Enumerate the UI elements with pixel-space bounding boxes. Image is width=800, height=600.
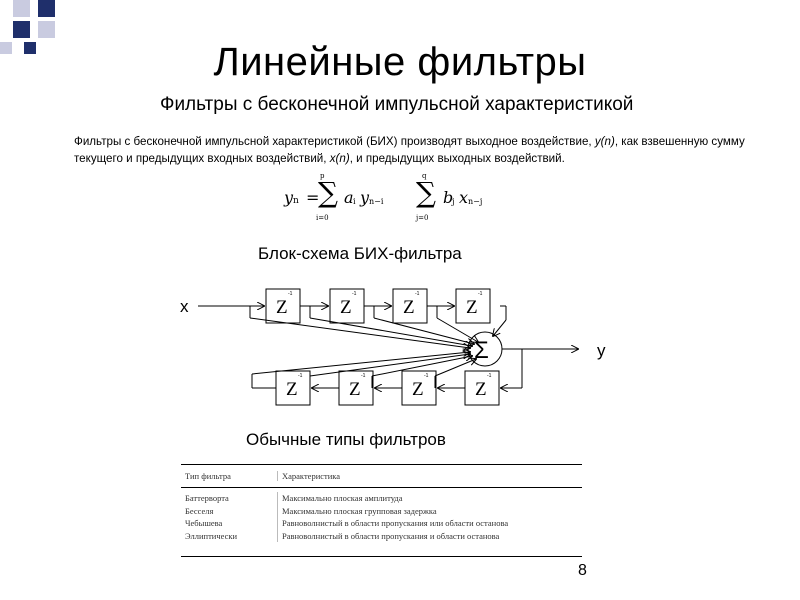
- delay-box-top-2: [329, 288, 365, 324]
- delay-exponent: -1: [487, 373, 492, 379]
- term2-b-sub: j: [452, 197, 455, 206]
- delay-label: Z: [286, 379, 298, 400]
- filter-types-table: Тип фильтра Характеристика Баттерворта Б…: [181, 464, 582, 557]
- delay-label: Z: [276, 297, 288, 318]
- delay-box-bottom-2: [338, 370, 374, 406]
- sum-symbol: Σ: [474, 337, 489, 364]
- filter-type-column: Баттерворта Бесселя Чебышева Эллиптическ…: [181, 492, 277, 542]
- paragraph-text-3: , и предыдущих выходных воздействий.: [349, 152, 565, 165]
- description-paragraph: Фильтры с бесконечной импульсной характе…: [74, 133, 754, 167]
- formula-lhs-sub: n: [293, 196, 299, 206]
- characteristic-column: Максимально плоская амплитуда Максимальн…: [277, 492, 582, 542]
- delay-label: Z: [403, 297, 415, 318]
- delay-exponent: -1: [352, 291, 357, 297]
- input-term: x(n): [329, 152, 350, 165]
- sum2-bottom: j=0: [416, 214, 429, 222]
- delay-box-top-1: [265, 288, 301, 324]
- delay-label: Z: [466, 297, 478, 318]
- page-number: 8: [578, 562, 587, 579]
- delay-exponent: -1: [424, 373, 429, 379]
- term1-y-sub: n−i: [369, 197, 384, 206]
- sum1-top: p: [320, 172, 325, 180]
- term2-x: x: [459, 188, 469, 207]
- paragraph-text-2: , как взвешенную сумму текущего и предыд…: [74, 135, 745, 165]
- term2-b: b: [443, 188, 454, 207]
- output-term: y(n): [594, 135, 615, 148]
- sum1-bottom: i=0: [316, 214, 329, 222]
- iir-formula: y n = p ∑ i=0 a i y n−i q ∑ j=0 b j x n−…: [280, 168, 500, 228]
- characteristic-cell: Равноволнистый в области пропускания и о…: [282, 530, 500, 541]
- formula-lhs: y: [284, 188, 294, 207]
- term1-a: a: [344, 188, 354, 207]
- table-header-row: Тип фильтра Характеристика: [181, 465, 582, 488]
- delay-box-bottom-1: [275, 370, 311, 406]
- filter-type-cell: Баттерворта: [185, 493, 229, 503]
- output-label: y: [597, 341, 606, 360]
- filter-type-cell: Бесселя: [185, 505, 214, 516]
- filter-type-cell: Чебышева: [185, 518, 223, 528]
- delay-label: Z: [340, 297, 352, 318]
- delay-exponent: -1: [298, 373, 303, 379]
- sum2-symbol: ∑: [416, 176, 436, 209]
- characteristic-cell: Равноволнистый в области пропускания или…: [282, 518, 509, 528]
- header-characteristic: Характеристика: [277, 471, 582, 481]
- block-diagram-title: Блок-схема БИХ-фильтра: [258, 244, 462, 263]
- sum2-top: q: [422, 172, 427, 180]
- delay-label: Z: [412, 379, 424, 400]
- delay-box-bottom-4: [464, 370, 500, 406]
- header-filter-type: Тип фильтра: [185, 471, 231, 481]
- delay-exponent: -1: [361, 373, 366, 379]
- slide-title: Линейные фильтры: [213, 40, 587, 84]
- delay-box-top-4: [455, 288, 491, 324]
- sum1-symbol: ∑: [318, 176, 338, 209]
- characteristic-cell: Максимально плоская групповая задержка: [282, 505, 437, 516]
- delay-box-bottom-3: [401, 370, 437, 406]
- table-body-row: Баттерворта Бесселя Чебышева Эллиптическ…: [181, 488, 582, 556]
- formula-equals: =: [306, 188, 320, 207]
- term2-x-sub: n−j: [468, 197, 483, 206]
- term1-y: y: [360, 188, 370, 207]
- delay-exponent: -1: [478, 291, 483, 297]
- delay-exponent: -1: [415, 291, 420, 297]
- filter-type-cell: Эллиптически: [185, 530, 238, 541]
- delay-exponent: -1: [288, 291, 293, 297]
- paragraph-text-1: Фильтры с бесконечной импульсной характе…: [74, 135, 595, 148]
- delay-label: Z: [475, 379, 487, 400]
- term1-a-sub: i: [353, 197, 356, 206]
- iir-block-diagram: x y Σ Z Z Z Z Z Z Z Z -1 -1 -1 -1 -1 -1 …: [180, 288, 606, 406]
- delay-box-top-3: [392, 288, 428, 324]
- characteristic-cell: Максимально плоская амплитуда: [282, 493, 403, 503]
- input-label: x: [180, 297, 189, 316]
- slide-subtitle: Фильтры с бесконечной импульсной характе…: [160, 94, 634, 115]
- corner-decoration: [0, 0, 70, 60]
- delay-label: Z: [349, 379, 361, 400]
- table-title: Обычные типы фильтров: [246, 430, 446, 449]
